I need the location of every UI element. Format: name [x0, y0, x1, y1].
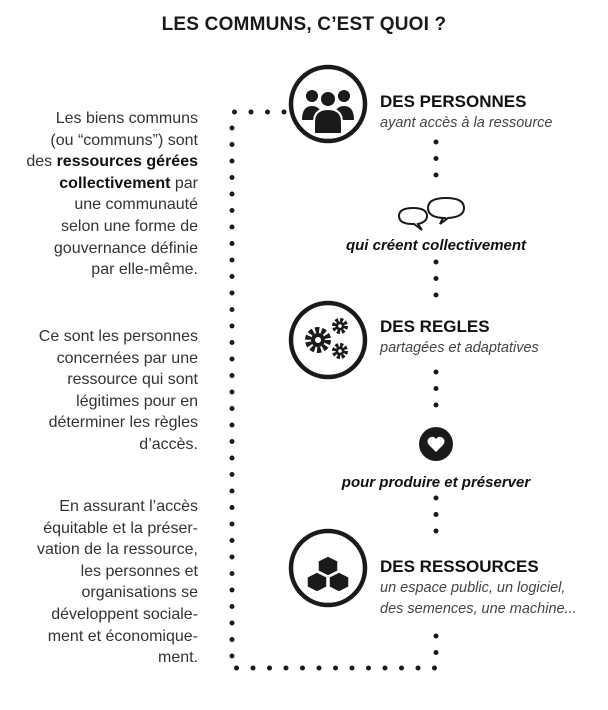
personnes-title: DES PERSONNES — [380, 92, 527, 111]
gears-icon — [288, 300, 368, 380]
text-line: d’accès. — [139, 435, 198, 453]
text-line: les personnes et — [80, 562, 198, 580]
text-line: déterminer les règles — [48, 414, 198, 432]
text-line: par elle-même. — [91, 261, 198, 279]
personnes-subtitle: ayant accès à la ressource — [380, 115, 553, 131]
intro-paragraph-3: En assurant l’accès équitable et la prés… — [37, 496, 198, 669]
ressources-subtitle-1: un espace public, un logiciel, — [380, 580, 566, 596]
text-line: collectivement par — [26, 173, 198, 195]
page-title: LES COMMUNS, C’EST QUOI ? — [161, 14, 447, 35]
ressources-subtitle-2: des semences, une machine... — [380, 601, 577, 617]
text-line: En assurant l’accès — [59, 498, 198, 515]
people-icon — [288, 64, 368, 144]
text-line: concernées par une — [56, 349, 198, 367]
text-line: développent sociale- — [51, 605, 198, 623]
heart-icon — [419, 427, 453, 461]
text-line: Ce sont les personnes — [38, 328, 198, 345]
link-label-produce: pour produire et préserver — [341, 474, 531, 491]
text: par — [170, 174, 198, 192]
text-line: ment. — [157, 649, 198, 667]
text-line: légitimes pour en — [76, 392, 198, 410]
cubes-icon — [288, 528, 368, 608]
speech-bubbles-icon — [397, 196, 466, 231]
bold-text: ressources gérées — [56, 153, 198, 171]
text-line: Les biens communs — [55, 110, 198, 127]
text-line: ressource qui sont — [67, 371, 198, 389]
regles-subtitle: partagées et adaptatives — [380, 340, 539, 356]
text-line: organisations se — [81, 584, 198, 602]
text-line: ment et économique- — [47, 627, 198, 645]
text-line: vation de la ressource, — [37, 541, 198, 559]
text-line: équitable et la préser- — [43, 519, 198, 537]
bold-text: collectivement — [59, 174, 171, 192]
text: des — [26, 153, 57, 171]
link-label-collectively: qui créent collectivement — [345, 237, 527, 254]
dotted-connector — [229, 109, 439, 671]
text-line: des ressources gérées — [26, 151, 198, 173]
text-line: (ou “communs”) sont — [50, 131, 198, 149]
intro-paragraph-1: Les biens communs (ou “communs”) sont de… — [26, 108, 198, 281]
ressources-title: DES RESSOURCES — [380, 557, 539, 576]
text-line: une communauté — [74, 196, 198, 214]
text-line: selon une forme de — [61, 217, 198, 235]
regles-title: DES REGLES — [380, 317, 490, 336]
intro-paragraph-2: Ce sont les personnes concernées par une… — [39, 326, 198, 456]
text-line: gouvernance définie — [53, 239, 198, 257]
